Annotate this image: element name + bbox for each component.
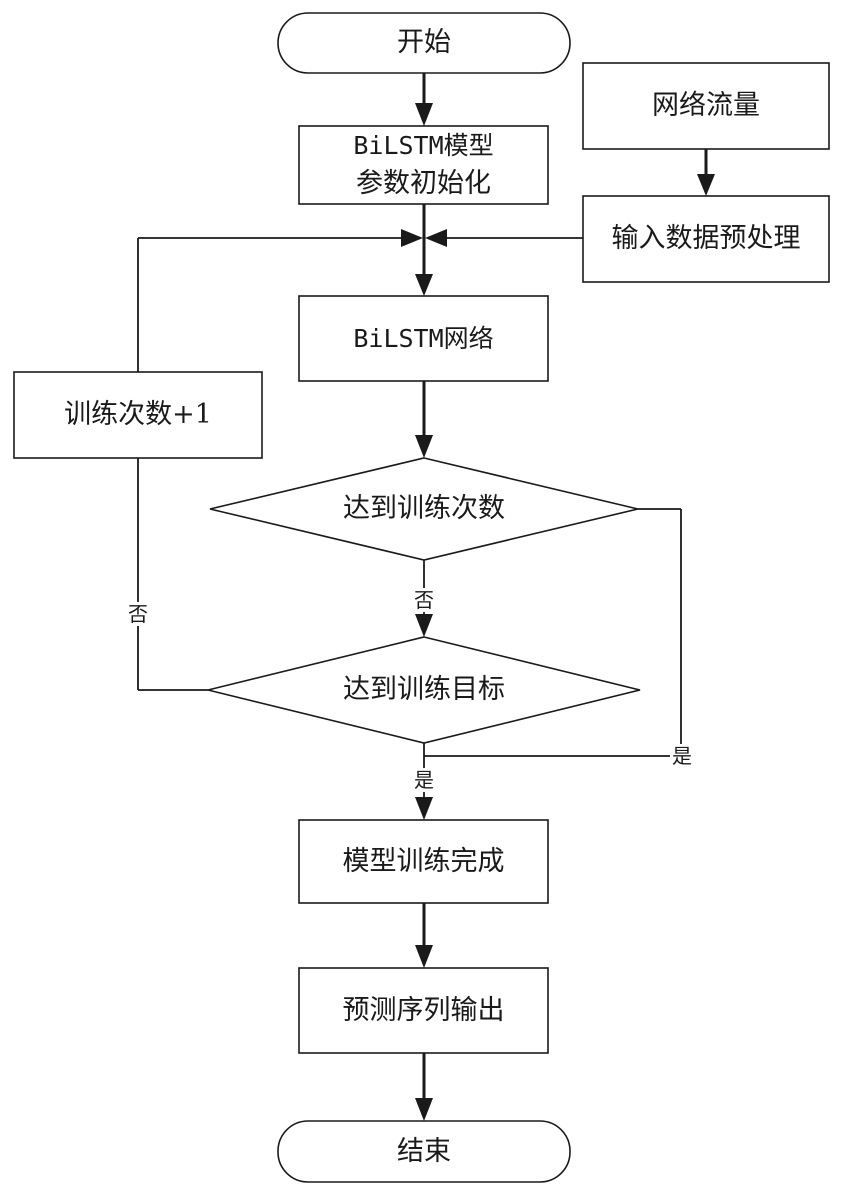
predict-output-label: 预测序列输出 bbox=[342, 994, 505, 1026]
train-done-box-shape bbox=[298, 819, 549, 904]
arrowhead-predict bbox=[415, 945, 433, 968]
init-box-shape bbox=[298, 125, 549, 205]
train-count-increment-label: 训练次数+1 bbox=[64, 399, 212, 430]
init-box: BiLSTM模型 参数初始化 bbox=[299, 126, 548, 204]
arrowhead-target bbox=[415, 614, 433, 637]
end-label: 结束 bbox=[397, 1135, 451, 1167]
network-traffic-box-shape bbox=[582, 62, 830, 150]
edge-label-target-no: 否 bbox=[126, 602, 150, 626]
preprocess-label: 输入数据预处理 bbox=[611, 223, 801, 254]
reach-target-label: 达到训练目标 bbox=[343, 674, 505, 705]
arrowhead-end bbox=[415, 1098, 433, 1121]
edge-label-count-yes: 是 bbox=[670, 744, 694, 768]
predict-box-shape bbox=[298, 967, 549, 1054]
reach-count-label: 达到训练次数 bbox=[343, 493, 505, 524]
edge-label-count-no: 否 bbox=[412, 588, 436, 612]
arrowhead-bilstm bbox=[415, 274, 433, 296]
arrowhead-count bbox=[415, 435, 433, 458]
preprocess-box-shape bbox=[582, 195, 830, 283]
network-traffic-label: 网络流量 bbox=[652, 90, 760, 121]
bilstm-network-label: BiLSTM网络 bbox=[353, 323, 494, 353]
arrowhead-merge-left bbox=[401, 229, 423, 247]
arrowhead-merge-right bbox=[425, 229, 447, 247]
edge-label-target-yes: 是 bbox=[412, 768, 436, 792]
init-label-line2: 参数初始化 bbox=[356, 168, 491, 199]
arrowhead-done bbox=[415, 797, 433, 820]
init-label-line1: BiLSTM模型 bbox=[353, 131, 494, 160]
arrowhead-preprocess bbox=[697, 174, 715, 196]
arrowhead-init bbox=[415, 103, 433, 126]
train-done-label: 模型训练完成 bbox=[342, 845, 505, 877]
start-label: 开始 bbox=[397, 27, 451, 58]
